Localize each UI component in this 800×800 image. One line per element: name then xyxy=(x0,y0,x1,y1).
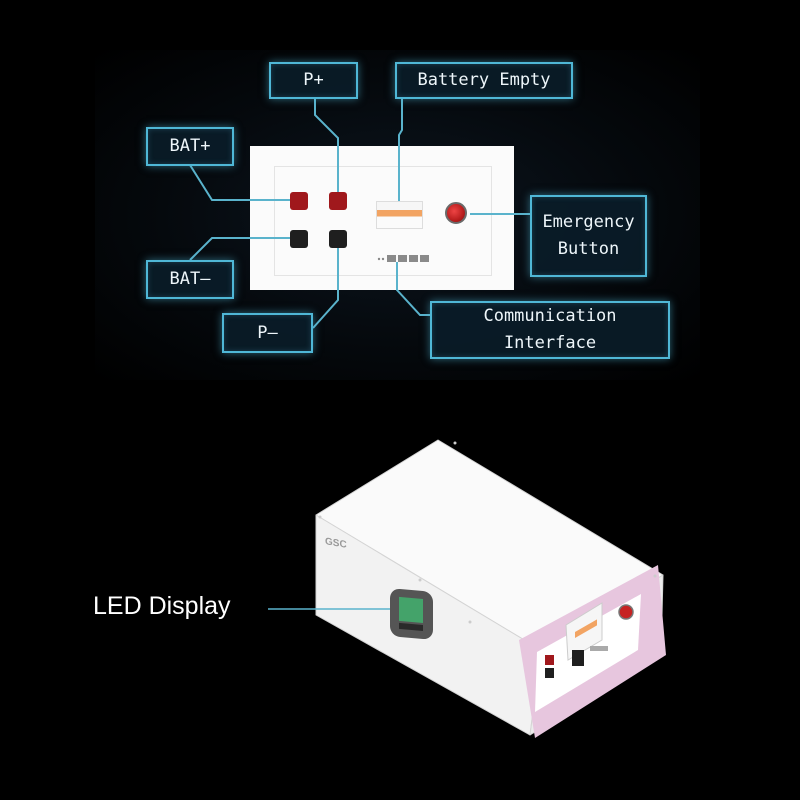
callout-bat-minus: BAT— xyxy=(146,260,234,299)
callout-battery-empty: Battery Empty xyxy=(395,62,573,99)
communication-ports xyxy=(377,255,429,262)
emergency-stop-icon xyxy=(445,202,467,224)
bat-plus-terminal-icon xyxy=(290,192,308,210)
callout-p-minus: P— xyxy=(222,313,313,353)
p-plus-terminal-icon xyxy=(329,192,347,210)
side-panel-pink-frame xyxy=(519,565,666,738)
led-display-label: LED Display xyxy=(93,592,231,620)
callout-p-plus: P+ xyxy=(269,62,358,99)
p-minus-terminal-icon xyxy=(329,230,347,248)
bat-minus-terminal-icon xyxy=(290,230,308,248)
panel-inner-frame xyxy=(274,166,492,276)
lcd-screen-icon xyxy=(390,588,433,640)
callout-communication-interface: Communication Interface xyxy=(430,301,670,359)
callout-emergency-button: Emergency Button xyxy=(530,195,647,277)
battery-empty-indicator xyxy=(376,201,423,229)
callout-bat-plus: BAT+ xyxy=(146,127,234,166)
